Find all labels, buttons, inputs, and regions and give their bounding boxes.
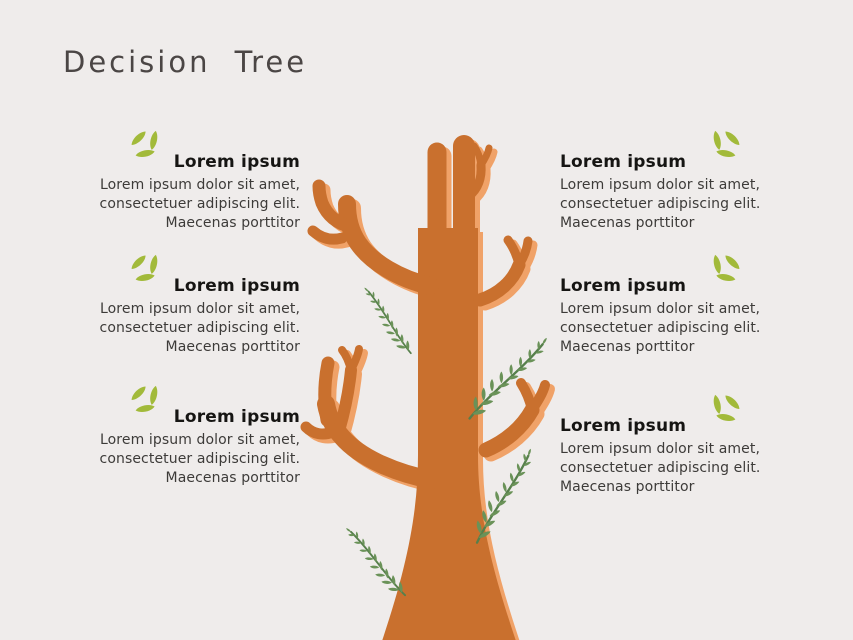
- text-block-right-2: Lorem ipsum Lorem ipsum dolor sit amet, …: [560, 252, 772, 357]
- body-line: Lorem ipsum dolor sit amet,: [560, 301, 761, 317]
- block-heading: Lorem ipsum: [173, 152, 300, 172]
- text-block-left-1: Lorem ipsum Lorem ipsum dolor sit amet, …: [88, 128, 300, 233]
- block-body: Lorem ipsum dolor sit amet, consectetuer…: [88, 176, 300, 233]
- body-line: Maecenas porttitor: [165, 215, 300, 231]
- vine-icon: [337, 522, 412, 603]
- page-title: Decision Tree: [63, 45, 308, 79]
- body-line: Lorem ipsum dolor sit amet,: [99, 177, 300, 193]
- body-line: Maecenas porttitor: [560, 215, 695, 231]
- block-body: Lorem ipsum dolor sit amet, consectetuer…: [560, 300, 772, 357]
- block-heading: Lorem ipsum: [560, 416, 687, 436]
- block-body: Lorem ipsum dolor sit amet, consectetuer…: [88, 300, 300, 357]
- leaves-icon: [713, 130, 740, 157]
- block-heading: Lorem ipsum: [560, 276, 687, 296]
- body-line: Maecenas porttitor: [165, 339, 300, 355]
- body-line: consectetuer adipiscing elit.: [560, 460, 761, 476]
- vine-icon: [356, 282, 417, 360]
- block-heading: Lorem ipsum: [173, 407, 300, 427]
- body-line: Lorem ipsum dolor sit amet,: [99, 432, 300, 448]
- body-line: Lorem ipsum dolor sit amet,: [560, 441, 761, 457]
- body-line: Lorem ipsum dolor sit amet,: [99, 301, 300, 317]
- leaves-icon: [713, 394, 740, 421]
- leaves-icon: [713, 254, 740, 281]
- block-body: Lorem ipsum dolor sit amet, consectetuer…: [560, 440, 772, 497]
- block-body: Lorem ipsum dolor sit amet, consectetuer…: [560, 176, 772, 233]
- text-block-right-3: Lorem ipsum Lorem ipsum dolor sit amet, …: [560, 392, 772, 497]
- body-line: consectetuer adipiscing elit.: [560, 320, 761, 336]
- tree-trunk-branches: [306, 146, 545, 640]
- body-line: Maecenas porttitor: [560, 339, 695, 355]
- body-line: consectetuer adipiscing elit.: [99, 196, 300, 212]
- leaves-icon: [131, 254, 158, 281]
- block-heading: Lorem ipsum: [560, 152, 687, 172]
- block-body: Lorem ipsum dolor sit amet, consectetuer…: [88, 431, 300, 488]
- leaves-icon: [131, 130, 158, 157]
- body-line: consectetuer adipiscing elit.: [560, 196, 761, 212]
- body-line: Maecenas porttitor: [165, 470, 300, 486]
- text-block-right-1: Lorem ipsum Lorem ipsum dolor sit amet, …: [560, 128, 772, 233]
- body-line: consectetuer adipiscing elit.: [99, 451, 300, 467]
- text-block-left-2: Lorem ipsum Lorem ipsum dolor sit amet, …: [88, 252, 300, 357]
- body-line: Lorem ipsum dolor sit amet,: [560, 177, 761, 193]
- body-line: consectetuer adipiscing elit.: [99, 320, 300, 336]
- body-line: Maecenas porttitor: [560, 479, 695, 495]
- block-heading: Lorem ipsum: [173, 276, 300, 296]
- text-block-left-3: Lorem ipsum Lorem ipsum dolor sit amet, …: [88, 383, 300, 488]
- leaves-icon: [131, 385, 158, 412]
